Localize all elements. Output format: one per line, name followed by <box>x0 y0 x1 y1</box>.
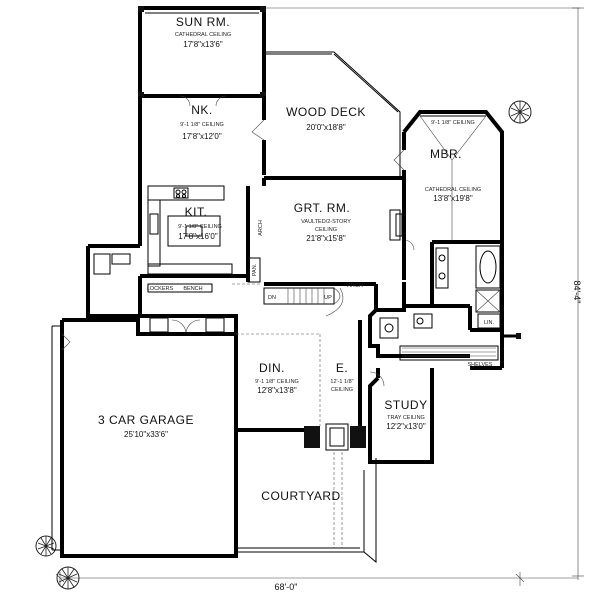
stairs <box>232 283 344 317</box>
kitchen-label: KIT. <box>185 205 208 219</box>
great-room-walls <box>262 176 406 286</box>
shelves-label: SHELVES <box>468 362 493 368</box>
master-bedroom-label: MBR. <box>430 147 462 161</box>
nook-walls <box>138 95 266 185</box>
great-room-dimensions: 21'8"x15'8" <box>306 234 346 243</box>
nook-ceiling-note: 9'-1 1/8" CEILING <box>180 122 224 128</box>
great-room-label: GRT. RM. <box>294 201 350 215</box>
great-room-ceiling-note1: VAULTED/2-STORY <box>301 219 351 225</box>
kitchen-area <box>88 185 261 283</box>
sun-room-dimensions: 17'8"x13'6" <box>183 40 223 49</box>
tree-icon <box>56 566 80 590</box>
study-label: STUDY <box>384 398 427 412</box>
courtyard-outline <box>236 452 377 564</box>
study-walls <box>368 368 434 464</box>
kitchen-dimensions: 17'8"x16'0" <box>178 232 218 241</box>
study-ceiling-note: TRAY CEILING <box>387 415 425 421</box>
pantry-label: PAN. <box>252 263 258 276</box>
entry-label: E. <box>336 361 348 375</box>
garage-dimensions: 25'10"x33'6" <box>124 430 168 439</box>
master-bath <box>430 240 504 332</box>
wood-deck-outline <box>264 51 401 178</box>
dining-ceiling-note: 9'-1 1/8" CEILING <box>255 379 299 385</box>
entry-ceiling-note2: CEILING <box>331 387 353 393</box>
nook-label: NK. <box>191 103 213 117</box>
entry-walls <box>319 320 366 451</box>
stairs-up-label: UP <box>324 295 332 301</box>
nook-dimensions: 17'8"x12'0" <box>182 132 222 141</box>
sun-room-label: SUN RM. <box>176 15 230 29</box>
entry-ceiling-note1: 12'-1 1/8" <box>330 379 353 385</box>
master-bedroom-dimensions: 13'8"x19'8" <box>433 194 473 203</box>
wood-deck-dimensions: 20'0"x18'8" <box>306 123 346 132</box>
sun-room-ceiling-note: CATHEDRAL CEILING <box>175 32 231 38</box>
overall-width-label: 68'-0" <box>275 582 298 592</box>
overall-depth-label: 84'-4" <box>572 281 582 304</box>
wood-deck-label: WOOD DECK <box>286 105 366 119</box>
kitchen-ceiling-note: 9'-1 1/8" CEILING <box>178 224 222 230</box>
dining-walls <box>234 333 320 448</box>
tree-icon <box>508 100 532 124</box>
great-room-ceiling-note2: CEILING <box>315 227 337 233</box>
hall-bath <box>368 282 504 370</box>
study-dimensions: 12'2"x13'0" <box>386 422 426 431</box>
dining-dimensions: 12'8"x13'8" <box>257 386 297 395</box>
vent-cap <box>516 333 521 339</box>
bench-label: BENCH <box>183 286 202 292</box>
arch-bottom-label: ARCH <box>347 283 363 289</box>
arch-left-label: ARCH <box>258 220 264 236</box>
linen-closet-label: LIN. <box>484 320 495 326</box>
dining-label: DIN. <box>259 361 285 375</box>
master-bedroom-ceiling-note: CATHEDRAL CEILING <box>425 187 481 193</box>
tree-icon <box>35 535 57 557</box>
garage-label: 3 CAR GARAGE <box>98 413 194 427</box>
stairs-down-label: DN <box>268 295 276 301</box>
master-bedroom-ceiling-note-top: 9'-1 1/8" CEILING <box>431 120 475 126</box>
courtyard-label: COURTYARD <box>261 489 340 503</box>
lockers-label: LOCKERS <box>147 286 174 292</box>
